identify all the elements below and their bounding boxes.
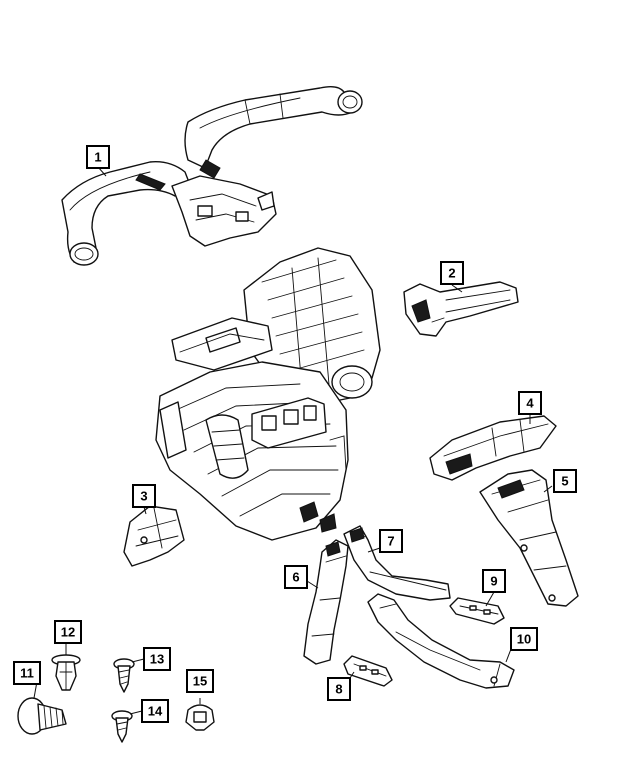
- callout-7: 7: [379, 529, 403, 553]
- svg-text:8: 8: [335, 682, 342, 697]
- callout-9: 9: [482, 569, 506, 593]
- svg-text:14: 14: [148, 704, 163, 719]
- part-12-push-pin[interactable]: [51, 654, 81, 691]
- part-1-distribution-duct[interactable]: [61, 85, 363, 266]
- callout-8: 8: [327, 677, 351, 701]
- callout-15: 15: [186, 669, 214, 693]
- part-7-duct[interactable]: [343, 525, 451, 601]
- svg-text:2: 2: [448, 266, 455, 281]
- callout-1: 1: [86, 145, 110, 169]
- part-13-screw[interactable]: [113, 658, 135, 693]
- svg-text:10: 10: [517, 632, 531, 647]
- callout-4: 4: [518, 391, 542, 415]
- part-15-clip[interactable]: [185, 704, 215, 731]
- svg-text:3: 3: [140, 489, 147, 504]
- callout-13: 13: [143, 647, 171, 671]
- hvac-housing-assembly: [155, 247, 381, 541]
- svg-text:7: 7: [387, 534, 394, 549]
- part-11-bolt[interactable]: [17, 697, 67, 735]
- callout-2: 2: [440, 261, 464, 285]
- svg-text:12: 12: [61, 625, 75, 640]
- svg-text:15: 15: [193, 674, 207, 689]
- part-8-bracket[interactable]: [343, 655, 393, 687]
- svg-text:9: 9: [490, 574, 497, 589]
- part-6-duct[interactable]: [303, 539, 349, 665]
- svg-text:4: 4: [526, 396, 534, 411]
- callout-5: 5: [553, 469, 577, 493]
- part-3-bracket[interactable]: [123, 505, 185, 567]
- part-10-duct[interactable]: [367, 593, 515, 689]
- callout-3: 3: [132, 484, 156, 508]
- part-5-duct[interactable]: [479, 469, 579, 607]
- svg-text:13: 13: [150, 652, 164, 667]
- part-4-duct[interactable]: [429, 415, 557, 481]
- svg-text:1: 1: [94, 150, 101, 165]
- part-2-duct[interactable]: [403, 281, 519, 337]
- svg-text:6: 6: [292, 570, 299, 585]
- part-9-bracket[interactable]: [449, 597, 505, 625]
- callout-10: 10: [510, 627, 538, 651]
- svg-text:5: 5: [561, 474, 568, 489]
- callout-11: 11: [13, 661, 41, 685]
- part-14-screw[interactable]: [111, 710, 133, 743]
- callout-12: 12: [54, 620, 82, 644]
- callout-14: 14: [141, 699, 169, 723]
- svg-text:11: 11: [20, 666, 34, 681]
- callout-6: 6: [284, 565, 308, 589]
